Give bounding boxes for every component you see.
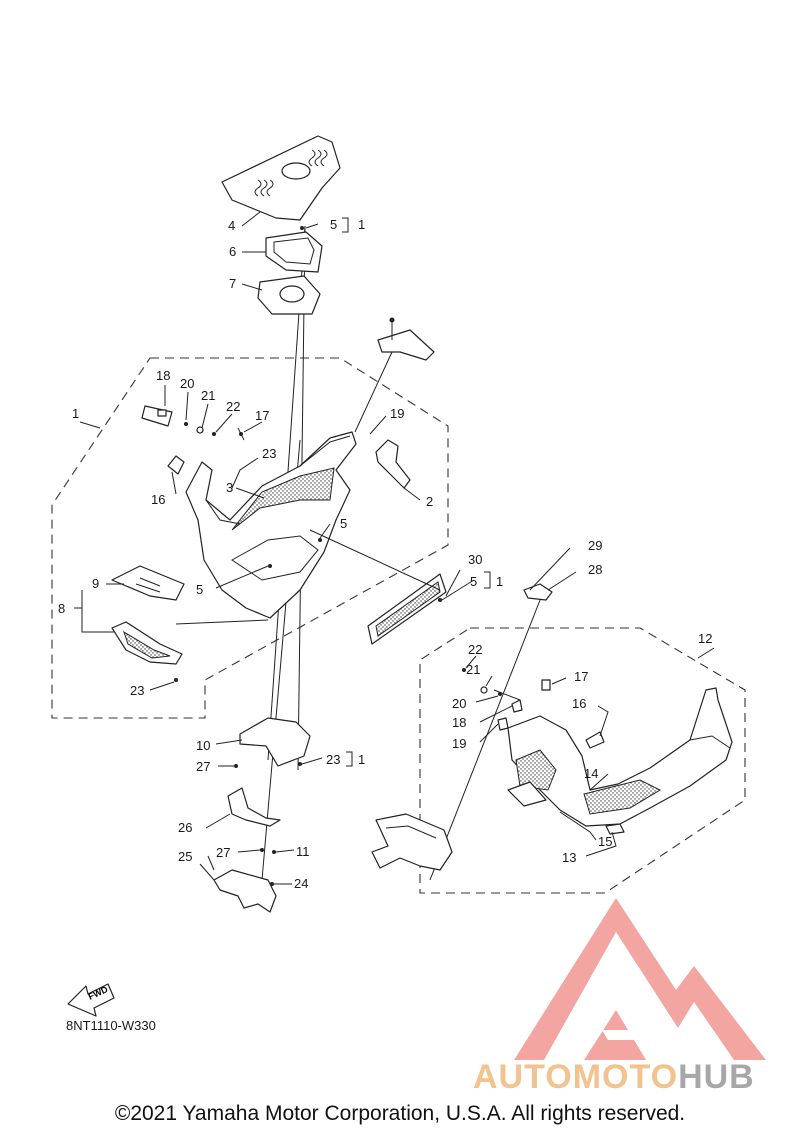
callout-22: 22	[226, 399, 240, 414]
callout-17-b: 17	[574, 669, 588, 684]
part-26-stay	[227, 787, 281, 827]
callout-23-b: 23	[130, 683, 144, 698]
callout-26: 26	[178, 820, 192, 835]
callout-6: 6	[229, 244, 236, 259]
callout-9: 9	[92, 576, 99, 591]
part-17-clip-right	[541, 679, 551, 691]
callout-30: 30	[468, 552, 482, 567]
fasteners-right	[462, 668, 523, 731]
part-10-panel	[239, 717, 311, 767]
callout-23: 23	[262, 446, 276, 461]
watermark-part2: HUB	[678, 1058, 755, 1096]
callout-16-b: 16	[572, 696, 586, 711]
part-3-inner-panel	[185, 431, 357, 619]
callout-13: 13	[562, 850, 576, 865]
copyright-notice: ©2021 Yamaha Motor Corporation, U.S.A. A…	[114, 1102, 686, 1125]
fwd-arrow-icon: FWD	[67, 983, 115, 1017]
callout-12: 12	[698, 631, 712, 646]
callout-18: 18	[156, 368, 170, 383]
callout-labels: 4 5 1 6 7 18 20 21 22 17 1 19 23 3 16 2 …	[58, 217, 712, 891]
callout-17: 17	[255, 408, 269, 423]
part-7-plate	[257, 275, 321, 315]
callout-21: 21	[201, 388, 215, 403]
top-bracket	[354, 317, 435, 433]
callout-7: 7	[229, 276, 236, 291]
callout-5: 5	[330, 217, 337, 232]
part-12-side-cowl	[507, 687, 733, 827]
lower-bracket-right	[371, 813, 453, 871]
callout-5-c: 5	[196, 582, 203, 597]
part-28-clip	[523, 583, 553, 601]
callout-1-c: 1	[496, 574, 503, 589]
callout-20-b: 20	[452, 696, 466, 711]
part-30-bar	[367, 573, 447, 645]
callout-11: 11	[296, 844, 310, 859]
screws-lower	[174, 226, 442, 886]
callout-leaders	[74, 211, 715, 885]
callout-24: 24	[294, 876, 308, 891]
callout-27-b: 27	[216, 845, 230, 860]
callout-25: 25	[178, 849, 192, 864]
callout-27: 27	[196, 759, 210, 774]
part-16-grommet	[167, 455, 185, 475]
callout-29: 29	[588, 538, 602, 553]
callout-4: 4	[228, 218, 235, 233]
callout-1: 1	[358, 217, 365, 232]
part-25-bracket	[199, 863, 277, 913]
callout-16: 16	[151, 492, 165, 507]
callout-23-c: 23	[326, 752, 340, 767]
automotohub-logo	[514, 898, 766, 1060]
callout-1-group: 1	[72, 406, 79, 421]
callout-8: 8	[58, 601, 65, 616]
callout-2: 2	[426, 494, 433, 509]
watermark-part1: AUTOMOTO	[473, 1058, 679, 1096]
group-outline-1	[51, 357, 449, 719]
callout-15: 15	[598, 834, 612, 849]
part-9-cover	[111, 565, 185, 601]
callout-5-d: 5	[470, 574, 477, 589]
callout-14: 14	[584, 766, 598, 781]
callout-5-b: 5	[340, 516, 347, 531]
callout-28: 28	[588, 562, 602, 577]
callout-3: 3	[226, 480, 233, 495]
callout-1-d: 1	[358, 752, 365, 767]
part-8-garnish	[111, 621, 183, 665]
callout-20: 20	[180, 376, 194, 391]
group-outline-12	[419, 627, 746, 894]
callout-21-b: 21	[466, 662, 480, 677]
part-6-bracket	[265, 231, 323, 273]
part-15-cap	[605, 823, 625, 835]
callout-22-b: 22	[468, 642, 482, 657]
part-16-grommet-right	[585, 731, 605, 749]
callout-18-b: 18	[452, 715, 466, 730]
watermark-text: AUTOMOTOHUB	[473, 1058, 755, 1097]
part-2-bracket	[375, 439, 411, 489]
diagram-code: 8NT1110-W330	[66, 1018, 156, 1033]
callout-19: 19	[390, 406, 404, 421]
part-4-top-cover	[221, 135, 341, 221]
callout-19-b: 19	[452, 736, 466, 751]
callout-10: 10	[196, 738, 210, 753]
fasteners-left	[141, 405, 245, 441]
